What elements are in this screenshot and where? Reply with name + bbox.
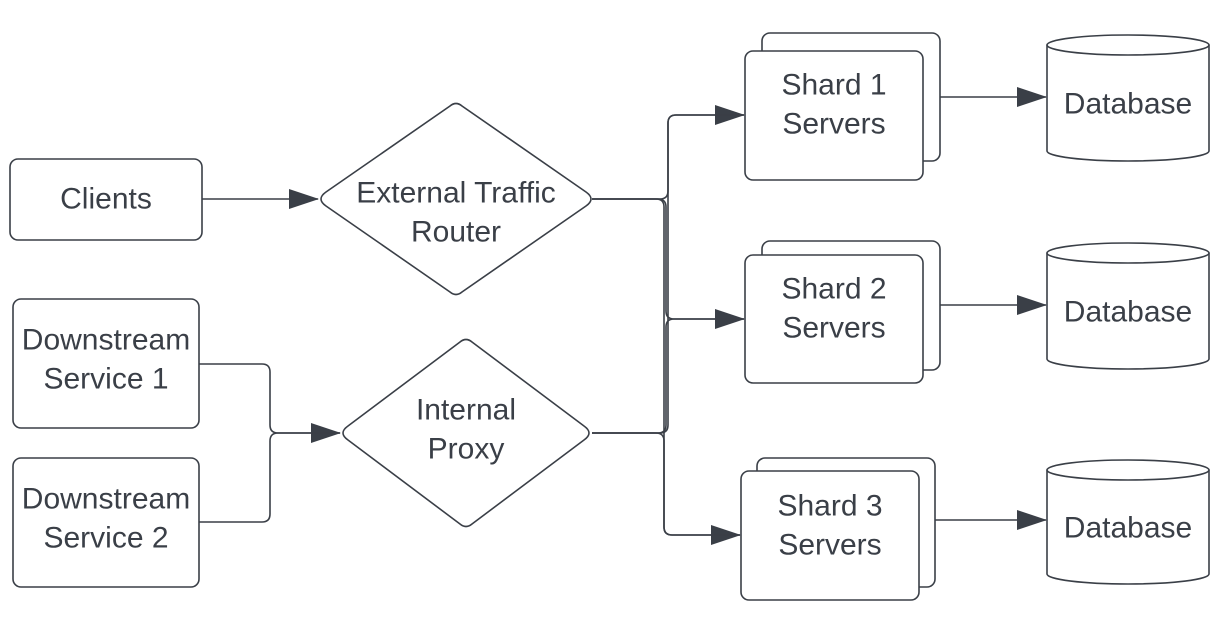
node-shard-3-servers: Shard 3 Servers	[740, 457, 936, 601]
node-database-3: Database	[1046, 459, 1210, 585]
internal-proxy-line2: Proxy	[428, 433, 505, 466]
shard-1-line1: Shard 1	[781, 69, 886, 102]
database-3-body	[1046, 470, 1210, 585]
node-shard-1-servers: Shard 1 Servers	[744, 32, 941, 181]
downstream-service-2-box	[12, 457, 200, 588]
database-2-body	[1046, 253, 1210, 370]
clients-box	[9, 158, 203, 241]
node-internal-proxy: Internal Proxy	[342, 338, 590, 528]
node-database-1: Database	[1046, 34, 1210, 162]
edge-proxy-to-shard3	[592, 432, 740, 536]
downstream-service-1-box	[12, 298, 200, 429]
node-shard-2-servers: Shard 2 Servers	[744, 240, 941, 384]
shard-3-line1: Shard 3	[777, 490, 882, 523]
edge-proxy-to-shard1	[592, 114, 744, 434]
database-1-label: Database	[1064, 88, 1192, 121]
clients-label: Clients	[60, 183, 152, 216]
downstream-service-1-line1: Downstream	[22, 324, 190, 357]
shard-1-front-card	[744, 50, 924, 181]
external-traffic-router-line1: External Traffic	[356, 177, 556, 210]
node-database-2: Database	[1046, 242, 1210, 370]
database-1-body	[1046, 45, 1210, 162]
connectors	[199, 87, 1047, 545]
shard-2-front-card	[744, 254, 924, 384]
database-3-top	[1046, 459, 1210, 481]
edge-downstream2-to-proxy	[199, 432, 340, 523]
node-clients: Clients	[9, 158, 203, 241]
internal-proxy-line1: Internal	[416, 394, 516, 427]
shard-2-line1: Shard 2	[781, 273, 886, 306]
shard-2-line2: Servers	[782, 312, 885, 345]
node-external-traffic-router: External Traffic Router	[320, 102, 592, 296]
external-traffic-router-diamond	[320, 102, 592, 296]
shard-3-front-card	[740, 470, 920, 601]
database-2-top	[1046, 242, 1210, 264]
node-downstream-service-2: Downstream Service 2	[12, 457, 200, 588]
edge-downstream1-to-proxy	[199, 363, 341, 443]
shard-3-line2: Servers	[778, 529, 881, 562]
database-1-top	[1046, 34, 1210, 56]
external-traffic-router-line2: Router	[411, 216, 501, 249]
internal-proxy-diamond	[342, 338, 590, 528]
downstream-service-2-line1: Downstream	[22, 483, 190, 516]
database-2-label: Database	[1064, 296, 1192, 329]
database-3-label: Database	[1064, 512, 1192, 545]
downstream-service-2-line2: Service 2	[43, 522, 168, 555]
downstream-service-1-line2: Service 1	[43, 363, 168, 396]
node-downstream-service-1: Downstream Service 1	[12, 298, 200, 429]
shard-1-line2: Servers	[782, 108, 885, 141]
edge-proxy-to-shard2	[592, 318, 744, 434]
